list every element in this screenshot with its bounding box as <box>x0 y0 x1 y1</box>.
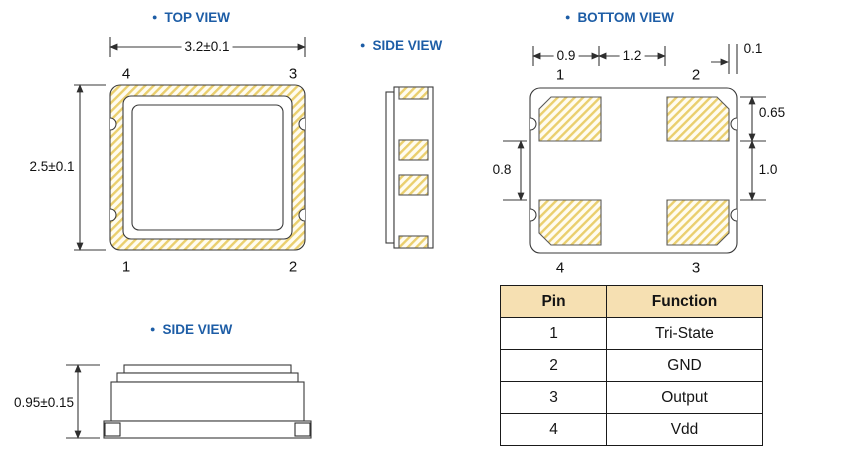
bottom-view-pin-1: 1 <box>555 66 565 84</box>
bottom-view-left-dimension <box>503 140 527 201</box>
pin-function-table: Pin Function 1 Tri-State 2 GND 3 Output … <box>500 285 763 446</box>
top-view-height-dimension <box>74 84 106 251</box>
side-view-lower-body <box>110 381 305 422</box>
top-view-drawing <box>74 37 306 251</box>
bottom-view-pads <box>538 96 730 246</box>
top-view-cavity <box>131 104 284 231</box>
side-view-lower-terminal-right <box>294 422 311 437</box>
pin-number-cell: 3 <box>500 381 607 414</box>
table-row: 4 Vdd <box>500 413 763 446</box>
bottom-view-pin-4: 4 <box>555 259 565 277</box>
pad-4 <box>538 199 602 246</box>
bottom-view-pin-2: 2 <box>691 66 701 84</box>
bottom-view-right-dimensions <box>740 96 766 201</box>
pin-function-cell: Vdd <box>606 413 763 446</box>
pin-function-cell: GND <box>606 349 763 382</box>
bottom-view-castellation-notches <box>530 117 737 222</box>
pin-number-cell: 2 <box>500 349 607 382</box>
side-view-upper-body <box>393 86 434 249</box>
bullet-icon: ● <box>152 12 158 22</box>
side-view-lower-terminal-left <box>104 422 121 437</box>
bottom-view-label-text: BOTTOM VIEW <box>577 10 674 25</box>
side-view-upper-lid <box>385 91 395 244</box>
side-view-upper-drawing <box>385 86 434 249</box>
pad-1 <box>538 96 602 142</box>
side-view-upper-label: ● SIDE VIEW <box>360 38 442 53</box>
dim-edge-gap: 0.1 <box>740 41 766 57</box>
side-view-lower-drawing <box>66 364 312 439</box>
top-view-castellation-notches <box>110 117 305 222</box>
side-view-lower-label-text: SIDE VIEW <box>162 322 233 337</box>
top-view-pin-2: 2 <box>288 258 298 276</box>
top-view-pin-4: 4 <box>121 65 131 83</box>
dim-side-height: 0.95±0.15 <box>11 395 77 411</box>
table-header-row: Pin Function <box>500 285 763 318</box>
side-view-lower-base <box>103 420 312 439</box>
bottom-view-label: ● BOTTOM VIEW <box>565 10 674 25</box>
top-view-label-text: TOP VIEW <box>164 10 230 25</box>
top-view-pin-3: 3 <box>288 65 298 83</box>
pin-column-header: Pin <box>500 285 607 318</box>
top-view-label: ● TOP VIEW <box>152 10 230 25</box>
bottom-view-pin-3: 3 <box>691 259 701 277</box>
pin-function-cell: Tri-State <box>606 317 763 350</box>
bullet-icon: ● <box>360 40 366 50</box>
dim-vertical-gap: 1.0 <box>755 162 781 178</box>
bottom-view-drawing <box>503 44 766 254</box>
dim-pad-width: 0.9 <box>553 48 579 64</box>
table-row: 1 Tri-State <box>500 317 763 350</box>
side-view-lower-label: ● SIDE VIEW <box>150 322 232 337</box>
side-view-lower-lid-top <box>123 364 292 374</box>
dim-pad-gap: 1.2 <box>619 48 645 64</box>
pin-function-cell: Output <box>606 381 763 414</box>
pad-2 <box>666 96 730 142</box>
side-view-lower-lid <box>116 372 299 383</box>
bottom-view-edge-gap-dimension <box>711 44 738 74</box>
dim-left-gap: 0.8 <box>489 162 515 178</box>
side-view-lower-height-dimension <box>66 364 100 439</box>
bullet-icon: ● <box>150 324 156 334</box>
function-column-header: Function <box>606 285 763 318</box>
table-row: 3 Output <box>500 381 763 414</box>
pad-3 <box>666 199 730 246</box>
side-view-upper-hatched-parts <box>398 86 429 249</box>
top-view-seal-ring <box>109 84 306 251</box>
side-view-upper-label-text: SIDE VIEW <box>372 38 443 53</box>
pin-number-cell: 4 <box>500 413 607 446</box>
dim-pad-height: 0.65 <box>755 105 789 121</box>
top-view-pin-1: 1 <box>121 258 131 276</box>
dim-top-width: 3.2±0.1 <box>181 39 233 55</box>
table-row: 2 GND <box>500 349 763 382</box>
bullet-icon: ● <box>565 12 571 22</box>
pin-number-cell: 1 <box>500 317 607 350</box>
dim-top-height: 2.5±0.1 <box>26 159 78 175</box>
